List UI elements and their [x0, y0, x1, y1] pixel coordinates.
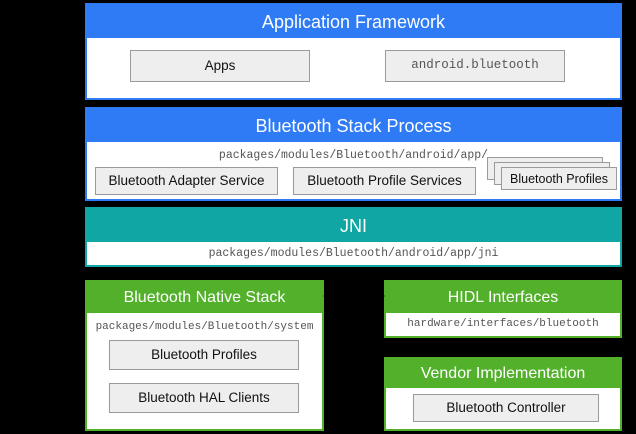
jni-path: packages/modules/Bluetooth/android/app/j… [208, 246, 499, 260]
connector-native-stack-to-hidl [323, 292, 385, 300]
hidl-interfaces-body: hardware/interfaces/bluetooth [386, 313, 620, 336]
stacked-card-front[interactable]: Bluetooth Profiles [501, 167, 617, 190]
vendor-implementation-header: Vendor Implementation [386, 359, 620, 388]
chip-apps[interactable]: Apps [130, 50, 310, 82]
arrow-right-icon [378, 292, 385, 300]
bluetooth-native-stack-path: packages/modules/Bluetooth/system [95, 321, 314, 333]
layer-bluetooth-native-stack: Bluetooth Native Stack packages/modules/… [85, 280, 324, 431]
layer-bluetooth-stack-process: Bluetooth Stack Process packages/modules… [85, 107, 622, 201]
chip-bluetooth-profiles-native[interactable]: Bluetooth Profiles [109, 340, 299, 370]
jni-body: packages/modules/Bluetooth/android/app/j… [87, 242, 620, 265]
stacked-card-bluetooth-profiles[interactable]: Bluetooth Profiles [487, 157, 617, 197]
hidl-interfaces-header: HIDL Interfaces [386, 282, 620, 313]
layer-jni: JNI packages/modules/Bluetooth/android/a… [85, 207, 622, 267]
hidl-interfaces-path: hardware/interfaces/bluetooth [407, 318, 599, 330]
application-framework-body: Apps android.bluetooth [87, 38, 620, 98]
vendor-implementation-body: Bluetooth Controller [386, 388, 620, 429]
bluetooth-stack-process-header: Bluetooth Stack Process [87, 109, 620, 142]
chip-bluetooth-hal-clients[interactable]: Bluetooth HAL Clients [109, 383, 299, 413]
layer-hidl-interfaces: HIDL Interfaces hardware/interfaces/blue… [384, 280, 622, 338]
layer-application-framework: Application Framework Apps android.bluet… [85, 3, 622, 100]
application-framework-header: Application Framework [87, 5, 620, 38]
bluetooth-stack-process-body: packages/modules/Bluetooth/android/app/ … [87, 142, 620, 199]
jni-header: JNI [87, 209, 620, 242]
connector-line [324, 295, 384, 297]
chip-bluetooth-adapter-service[interactable]: Bluetooth Adapter Service [95, 167, 278, 195]
bluetooth-native-stack-body: packages/modules/Bluetooth/system Blueto… [87, 313, 322, 429]
bluetooth-stack-process-path: packages/modules/Bluetooth/android/app/ [218, 149, 489, 162]
chip-bluetooth-profile-services[interactable]: Bluetooth Profile Services [293, 167, 476, 195]
chip-android-bluetooth[interactable]: android.bluetooth [385, 50, 565, 82]
chip-bluetooth-controller[interactable]: Bluetooth Controller [413, 394, 599, 422]
layer-vendor-implementation: Vendor Implementation Bluetooth Controll… [384, 357, 622, 431]
bluetooth-native-stack-header: Bluetooth Native Stack [87, 282, 322, 313]
